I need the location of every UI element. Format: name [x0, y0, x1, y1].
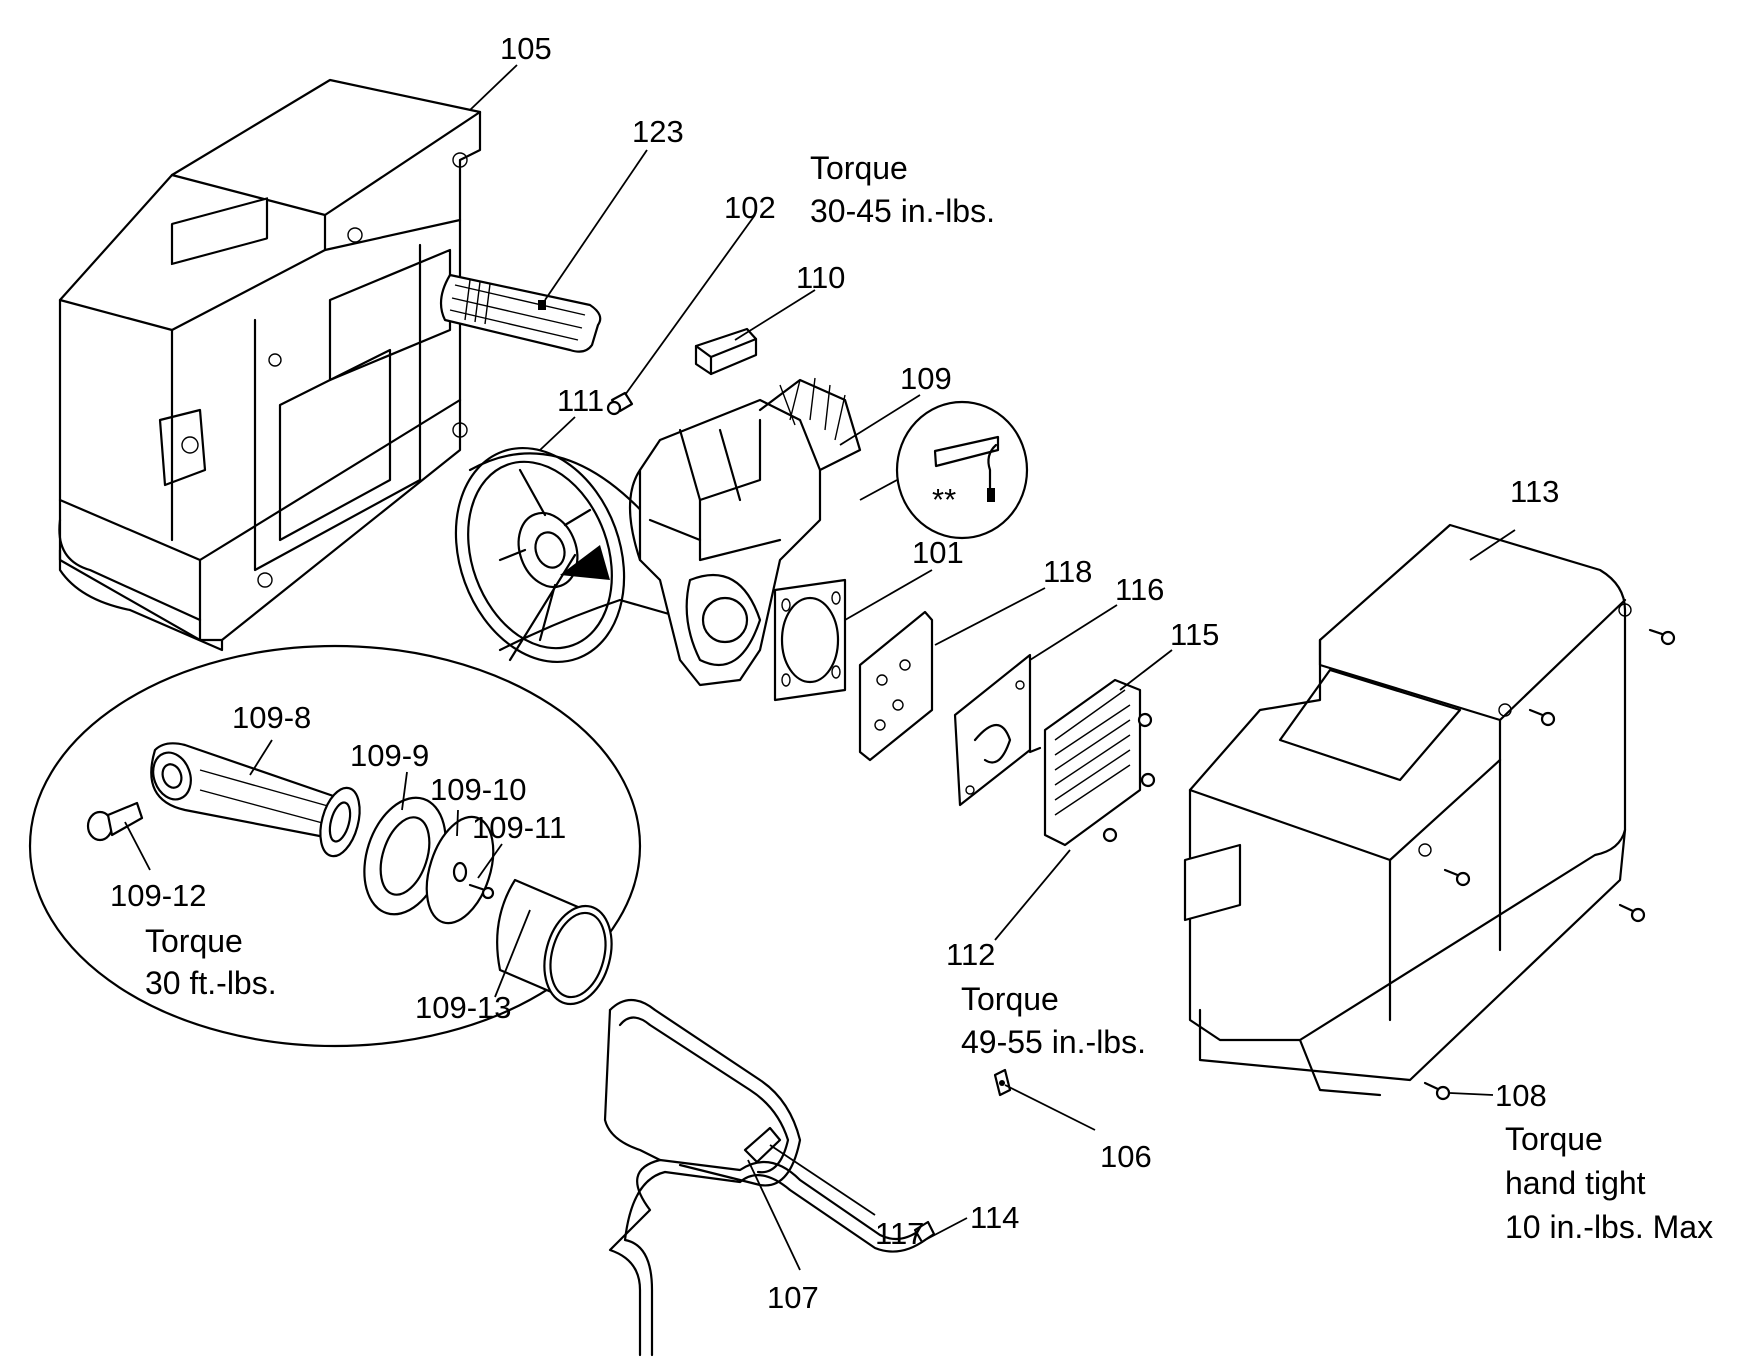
part-118-valve-plate: [858, 610, 934, 762]
torque-note-top: Torque 30-45 in.-lbs.: [810, 150, 995, 229]
part-114-outlet-tube: [603, 998, 936, 1357]
svg-text:hand tight: hand tight: [1505, 1165, 1646, 1201]
callout-110: 110: [796, 260, 845, 295]
part-109-10-washer: [425, 815, 495, 925]
callout-102: 102: [724, 190, 776, 225]
leader-lines: [124, 64, 1516, 1271]
callout-108: 108: [1495, 1078, 1547, 1113]
svg-text:30-45 in.-lbs.: 30-45 in.-lbs.: [810, 193, 995, 229]
inset-detail-circle: **: [859, 400, 1029, 540]
torque-note-head: Torque 49-55 in.-lbs.: [961, 981, 1146, 1060]
callout-112: 112: [946, 937, 995, 972]
part-109-11-screw: [468, 883, 495, 900]
callout-116: 116: [1115, 572, 1164, 607]
part-105-left-shroud: [58, 78, 482, 652]
torque-note-shroud: Torque hand tight 10 in.-lbs. Max: [1505, 1121, 1713, 1245]
callout-109-12: 109-12: [110, 878, 207, 913]
svg-text:Torque: Torque: [961, 981, 1059, 1017]
detail-oval: [28, 644, 642, 1048]
part-109-9-ring: [363, 796, 447, 916]
callout-111: 111: [557, 383, 604, 418]
callout-109-13: 109-13: [415, 990, 512, 1025]
svg-text:Torque: Torque: [145, 923, 243, 959]
callout-107: 107: [767, 1280, 819, 1315]
svg-text:30 ft.-lbs.: 30 ft.-lbs.: [145, 965, 277, 1001]
callout-109-10: 109-10: [430, 772, 527, 807]
svg-text:Torque: Torque: [810, 150, 908, 186]
svg-text:Torque: Torque: [1505, 1121, 1603, 1157]
part-109-13-sleeve: [496, 878, 613, 1006]
part-106-fitting: [993, 1068, 1012, 1097]
callout-118: 118: [1043, 554, 1092, 589]
callout-labels: 105 123 102 110 111 109 101 118 116 115 …: [110, 31, 1559, 1315]
svg-text:49-55 in.-lbs.: 49-55 in.-lbs.: [961, 1024, 1146, 1060]
part-111-belt-pulley: [454, 446, 692, 664]
part-109-8-connecting-rod: [150, 742, 361, 858]
callout-105: 105: [500, 31, 552, 66]
part-101-gasket: [773, 578, 847, 702]
part-109-12-screw: [86, 801, 144, 842]
part-113-right-shroud: [1183, 523, 1632, 1097]
callout-109-8: 109-8: [232, 700, 311, 735]
screws-108: [1423, 628, 1676, 1101]
part-115-cylinder-head: [1028, 678, 1156, 847]
inset-marker: **: [932, 482, 956, 517]
callout-109-11: 109-11: [472, 810, 566, 845]
callout-109-9: 109-9: [350, 738, 429, 773]
callout-113: 113: [1510, 474, 1559, 509]
part-116-head-gasket: [953, 653, 1032, 807]
part-123-handle-grip: [439, 273, 602, 353]
svg-text:10 in.-lbs. Max: 10 in.-lbs. Max: [1505, 1209, 1713, 1245]
part-102-screw: [606, 391, 634, 416]
callout-115: 115: [1170, 617, 1219, 652]
callout-101: 101: [912, 535, 964, 570]
callout-123: 123: [632, 114, 684, 149]
callout-114: 114: [970, 1200, 1019, 1235]
callout-117: 117: [875, 1216, 924, 1251]
callout-106: 106: [1100, 1139, 1152, 1174]
callout-109: 109: [900, 361, 952, 396]
torque-note-detail: Torque 30 ft.-lbs.: [145, 923, 277, 1001]
part-110-block: [694, 327, 758, 376]
part-109-pump-motor: [560, 377, 862, 687]
